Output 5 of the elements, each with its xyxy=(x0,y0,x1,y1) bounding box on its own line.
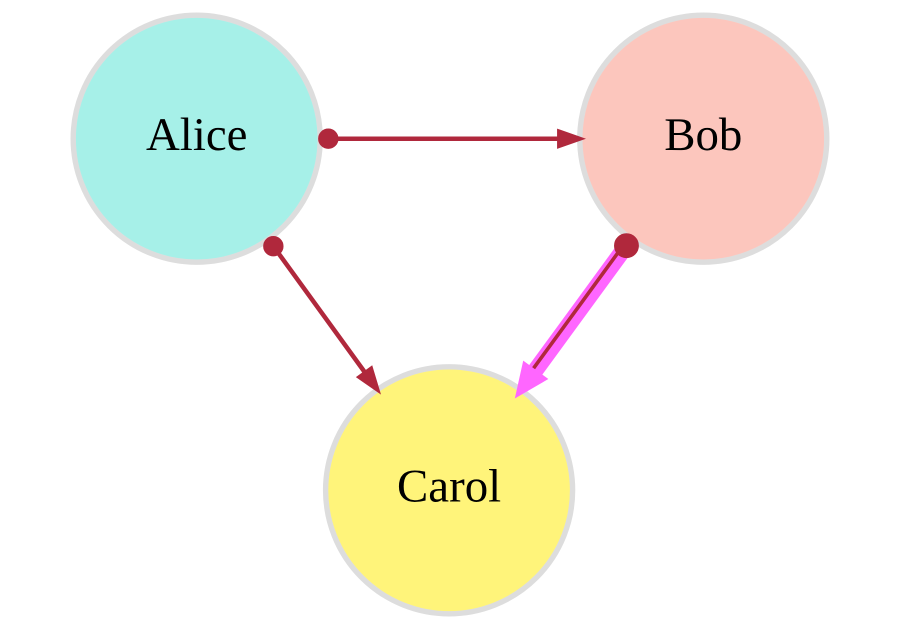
node-circle: Bob xyxy=(576,12,829,265)
node-circle: Alice xyxy=(70,12,322,265)
arrow xyxy=(262,236,381,395)
arrow xyxy=(514,233,638,399)
arrow xyxy=(318,128,586,149)
